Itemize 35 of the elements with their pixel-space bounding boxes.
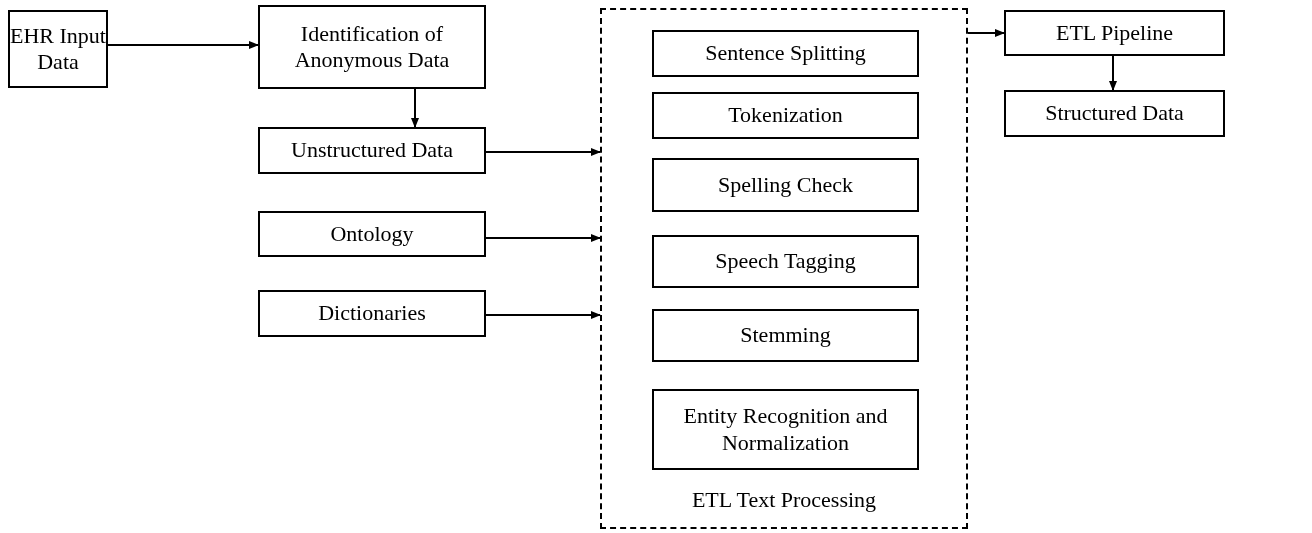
arrow [485, 234, 601, 242]
process-box [8, 10, 108, 88]
arrow [485, 311, 601, 319]
process-box [652, 309, 919, 362]
process-box [258, 127, 486, 174]
arrow [967, 29, 1005, 37]
box-label: EHR Input Data [10, 22, 106, 76]
box-label: Structured Data [1045, 100, 1184, 127]
process-box [258, 211, 486, 257]
box-label: Unstructured Data [291, 137, 453, 164]
process-box [258, 290, 486, 337]
box-label: Speech Tagging [715, 248, 856, 275]
process-box [258, 5, 486, 89]
box-label: Spelling Check [717, 171, 853, 199]
box-label: Dictionaries [318, 300, 426, 327]
arrow [485, 148, 601, 156]
box-label: Sentence Splitting [705, 40, 866, 67]
process-box [652, 158, 919, 212]
group-title: ETL Text Processing [690, 486, 878, 513]
process-box [652, 92, 919, 139]
arrow [411, 88, 419, 128]
box-label: Stemming [740, 322, 831, 349]
box-label: Identification of Anonymous Data [293, 20, 451, 74]
box-label: Tokenization [728, 102, 843, 129]
process-box [652, 389, 919, 470]
arrow [1109, 55, 1117, 91]
box-label: Ontology [330, 220, 414, 248]
process-box [1004, 10, 1225, 56]
box-label: Entity Recognition and Normalization [682, 403, 889, 456]
arrow [107, 41, 259, 49]
process-box [1004, 90, 1225, 137]
box-label: ETL Pipeline [1055, 19, 1174, 47]
process-box [652, 30, 919, 77]
dashed-group-box [600, 8, 968, 529]
process-box [652, 235, 919, 288]
